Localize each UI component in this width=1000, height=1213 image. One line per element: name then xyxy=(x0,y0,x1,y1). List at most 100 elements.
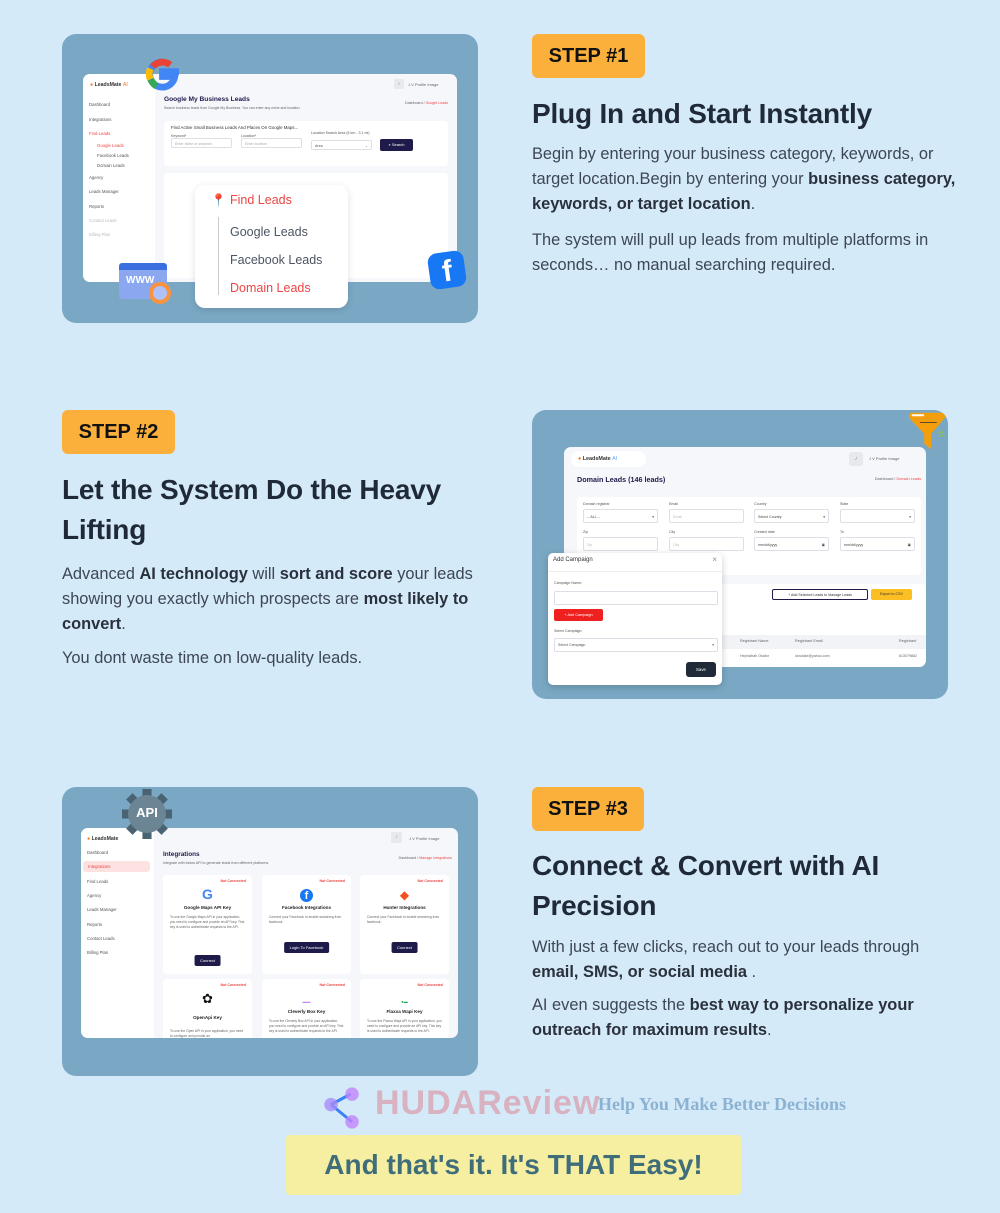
filter-state-select[interactable]: ▾ xyxy=(840,509,915,523)
add-selected-leads-button[interactable]: + Add Selected Leads to Manage Leads xyxy=(772,589,868,600)
breadcrumb-home[interactable]: Dashboard xyxy=(405,101,423,105)
divider xyxy=(548,571,722,572)
save-button[interactable]: Save xyxy=(686,662,716,677)
user-menu[interactable]: J V Profile Image xyxy=(409,836,440,841)
chevron-down-icon: ⌄ xyxy=(364,143,368,148)
table-row[interactable]: Hephzibah Okafor okrukike@yahoo.com 8130… xyxy=(740,654,917,658)
integration-connect-button[interactable]: Connect xyxy=(194,955,221,966)
sidebar-item-billing-plan[interactable]: Billing Plan xyxy=(87,950,109,956)
sidebar-item-domain-leads[interactable]: Domain Leads xyxy=(97,163,125,168)
add-campaign-button[interactable]: + Add Campaign xyxy=(554,609,603,621)
keyword-label: Keyword* xyxy=(171,134,187,138)
filter-email-input[interactable]: Email xyxy=(669,509,744,523)
status-badge: Not Connected xyxy=(220,983,246,987)
popup-domain-leads[interactable]: Domain Leads xyxy=(230,281,311,295)
filter-label-domain-registrar: Domain registrar xyxy=(583,502,610,506)
sidebar-item-agency[interactable]: Agency xyxy=(89,175,104,180)
status-badge: Not Connected xyxy=(319,983,345,987)
sidebar-item-leads-manager[interactable]: Leads Manager xyxy=(89,189,119,194)
sidebar-item-find-leads[interactable]: Find Leads xyxy=(89,131,111,136)
search-button[interactable]: ⌕ Search xyxy=(380,139,413,151)
filter-city-input[interactable]: City xyxy=(669,537,744,551)
integration-description: To use the Cleverly Box API in your appl… xyxy=(269,1019,344,1034)
watermark-brand: HUDAReview xyxy=(375,1084,601,1122)
filter-label-country: Country xyxy=(754,502,767,506)
filter-domain-registrar-select[interactable]: -- ALL --▾ xyxy=(583,509,658,523)
popup-find-leads[interactable]: Find Leads xyxy=(230,193,292,207)
watermark-tagline: Help You Make Better Decisions xyxy=(598,1094,846,1114)
filter-created-date-date[interactable]: mm/dd/yyyy ▣ xyxy=(754,537,829,551)
breadcrumb-home[interactable]: Dashboard xyxy=(398,856,417,860)
breadcrumb-current: Manage Integrations xyxy=(419,856,452,860)
sidebar-item-find-leads[interactable]: Find Leads xyxy=(87,878,109,884)
area-select[interactable]: Area⌄ xyxy=(311,140,372,150)
filter-zip-input[interactable]: Zip xyxy=(583,537,658,551)
step3-paragraph-2: AI even suggests the best way to persona… xyxy=(532,996,914,1039)
google-icon: G xyxy=(202,886,213,902)
filter-country-select[interactable]: Select Country▾ xyxy=(754,509,829,523)
sidebar-item-dashboard[interactable]: Dashboard xyxy=(87,850,109,855)
popup-google-leads[interactable]: Google Leads xyxy=(230,225,308,239)
sidebar-item-google-leads[interactable]: Google Leads xyxy=(97,143,124,148)
close-icon[interactable]: × xyxy=(712,555,717,564)
user-menu[interactable]: J V Profile Image xyxy=(869,456,900,461)
filter-label-to: To xyxy=(840,530,844,534)
filter-value: mm/dd/yyyy xyxy=(758,542,778,547)
api-badge: API xyxy=(136,805,158,820)
step1-badge: STEP #1 xyxy=(532,34,645,78)
sidebar-item-facebook-leads[interactable]: Facebook Leads xyxy=(97,153,129,158)
filter-label-email: Email xyxy=(669,502,678,506)
location-label: Location* xyxy=(241,134,256,138)
search-card: Find Active Small Business Leads And Pla… xyxy=(164,121,448,166)
calendar-icon: ▣ xyxy=(821,542,825,547)
logo: ● LeadsMate AI xyxy=(90,82,128,88)
hunter-icon: ◆ xyxy=(399,888,410,902)
location-input[interactable]: Enter location xyxy=(241,138,302,148)
chevron-down-icon: ▾ xyxy=(712,643,714,647)
sidebar-item-dashboard[interactable]: Dashboard xyxy=(89,102,111,107)
column-registrant-name[interactable]: Registrant Name xyxy=(740,639,769,643)
card-title: Find Active Small Business Leads And Pla… xyxy=(171,125,299,130)
sidebar-item-reports[interactable]: Reports xyxy=(87,921,103,927)
sidebar-item-billing-plan[interactable]: Billing Plan xyxy=(89,232,111,237)
popup-facebook-leads[interactable]: Facebook Leads xyxy=(230,253,323,267)
funnel-icon xyxy=(908,412,946,450)
filter-to-date[interactable]: mm/dd/yyyy▣ xyxy=(840,537,915,551)
bell-icon[interactable]: ♪ xyxy=(849,452,863,466)
campaign-name-input[interactable] xyxy=(554,591,718,605)
sidebar-item-agency[interactable]: Agency xyxy=(87,892,102,898)
bell-icon[interactable]: ♪ xyxy=(394,79,404,89)
sidebar-item-contact-leads[interactable]: Contact Leads xyxy=(87,935,115,941)
breadcrumb-home[interactable]: Dashboard xyxy=(874,477,894,481)
openai-icon: ✿ xyxy=(202,991,213,1006)
export-csv-button[interactable]: Export to CSV xyxy=(871,589,912,600)
integration-login-to-facebook-button[interactable]: Login To Facebook xyxy=(283,942,330,953)
filter-label-created-date: Created date xyxy=(754,530,775,534)
chevron-down-icon: ▾ xyxy=(909,514,911,519)
filter-label-zip: Zip xyxy=(583,530,588,534)
page-subtitle: Integrate with below API to generate lea… xyxy=(163,861,270,865)
user-menu[interactable]: J V Profile Image xyxy=(408,82,439,87)
integration-connect-button[interactable]: Connect xyxy=(391,942,418,953)
step3-badge: STEP #3 xyxy=(532,787,644,831)
page-subtitle: Search business leads from Google My Bus… xyxy=(164,106,301,110)
column-registrant[interactable]: Registrant xyxy=(899,639,917,643)
campaign-name-label: Campaign Name: xyxy=(554,581,582,585)
keyword-input[interactable]: Enter niche or keyword xyxy=(171,138,232,148)
sidebar-item-contact-leads[interactable]: Contact Leads xyxy=(89,218,117,223)
page-title: Domain Leads (146 leads) xyxy=(577,475,666,484)
sidebar-item-integrations[interactable]: Integrations xyxy=(83,861,150,873)
bell-icon[interactable]: ♪ xyxy=(391,832,402,843)
calendar-icon: ▣ xyxy=(907,542,911,547)
sidebar-item-leads-manager[interactable]: Leads Manager xyxy=(87,907,117,913)
select-campaign-select[interactable]: Select Campaign▾ xyxy=(554,638,718,652)
step2-screenshot: ● LeadsMate AI ♪ J V Profile Image Domai… xyxy=(532,410,948,699)
sidebar-item-reports[interactable]: Reports xyxy=(89,204,105,209)
integration-description: Connect your Facebook to enable searchin… xyxy=(367,915,440,925)
column-registrant-email[interactable]: Registrant Email xyxy=(795,639,823,643)
google-icon xyxy=(146,58,179,91)
sidebar-item-integrations[interactable]: Integrations xyxy=(89,117,112,122)
